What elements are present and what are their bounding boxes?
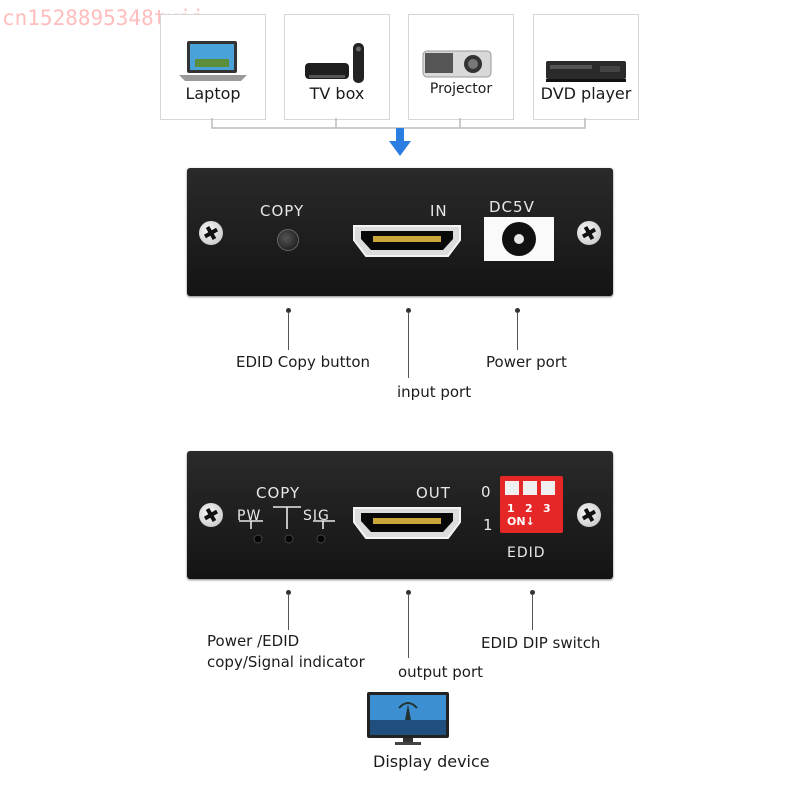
dip-on-label: ON↓	[507, 515, 535, 528]
dip-one-label: 1	[483, 516, 494, 534]
edid-dip-switch[interactable]: 1 2 3 ON↓	[500, 476, 563, 533]
callout-line	[532, 594, 533, 630]
sig-silk-label: SIG	[303, 508, 330, 524]
hdmi-output-port	[353, 507, 461, 539]
callout-line	[288, 594, 289, 630]
callout-dot	[406, 590, 411, 595]
output-port-callout: output port	[398, 663, 483, 681]
monitor-icon	[367, 692, 449, 745]
dip-toggle-3[interactable]	[541, 481, 555, 495]
input-port-callout: input port	[397, 383, 472, 401]
power-jack	[484, 217, 554, 261]
edid-copy-button[interactable]	[277, 229, 299, 251]
projector-icon	[422, 50, 492, 78]
in-silk-label: IN	[430, 202, 448, 220]
source-label-tv-box: TV box	[309, 84, 365, 103]
power-port-callout: Power port	[486, 353, 567, 371]
copy-silk-label: COPY	[256, 484, 301, 502]
laptop-icon	[179, 41, 247, 81]
source-laptop: Laptop	[160, 14, 266, 120]
out-silk-label: OUT	[416, 484, 451, 502]
callout-dot	[286, 590, 291, 595]
hdmi-input-port	[353, 225, 461, 257]
source-dvd-player: DVD player	[533, 14, 639, 120]
dip-switch-callout: EDID DIP switch	[481, 634, 601, 652]
source-projector: Projector	[408, 14, 514, 120]
screw-icon	[199, 221, 223, 245]
callout-line	[408, 312, 409, 378]
source-label-dvd-player: DVD player	[540, 84, 632, 103]
pw-silk-label: PW	[237, 508, 262, 524]
callout-line	[408, 594, 409, 658]
callout-dot	[515, 308, 520, 313]
dip-number-2: 2	[525, 502, 533, 515]
edid-silk-label: EDID	[507, 545, 546, 561]
screw-icon	[577, 221, 601, 245]
dip-number-3: 3	[543, 502, 551, 515]
callout-line	[288, 312, 289, 350]
screw-icon	[199, 503, 223, 527]
display-device-label: Display device	[373, 752, 490, 771]
callout-dot	[406, 308, 411, 313]
callout-dot	[286, 308, 291, 313]
back-panel: COPY PW SIG OUT 0 1 1 2 3 ON↓ EDID	[187, 451, 613, 579]
dc5v-silk-label: DC5V	[489, 198, 535, 216]
dip-zero-label: 0	[481, 483, 492, 501]
dip-toggle-2[interactable]	[523, 481, 537, 495]
source-connector	[211, 118, 586, 156]
indicator-bracket	[239, 506, 335, 544]
indicator-callout-line2: copy/Signal indicator	[207, 653, 365, 671]
source-label-laptop: Laptop	[185, 84, 241, 103]
screw-icon	[577, 503, 601, 527]
callout-line	[517, 312, 518, 350]
edid-copy-button-callout: EDID Copy button	[236, 353, 371, 371]
source-tv-box: TV box	[284, 14, 390, 120]
down-arrow-icon	[389, 141, 411, 156]
tv-box-icon	[305, 43, 364, 83]
dip-number-1: 1	[507, 502, 515, 515]
callout-dot	[530, 590, 535, 595]
copy-silk-label: COPY	[260, 202, 305, 220]
down-arrow-icon: ↓	[525, 515, 535, 528]
indicator-callout-line1: Power /EDID	[207, 632, 300, 650]
dip-toggle-1[interactable]	[505, 481, 519, 495]
indicator-callout: Power /EDID copy/Signal indicator	[207, 631, 365, 673]
source-label-projector: Projector	[429, 81, 493, 97]
dvd-player-icon	[546, 61, 626, 82]
front-panel: COPY IN DC5V	[187, 168, 613, 296]
